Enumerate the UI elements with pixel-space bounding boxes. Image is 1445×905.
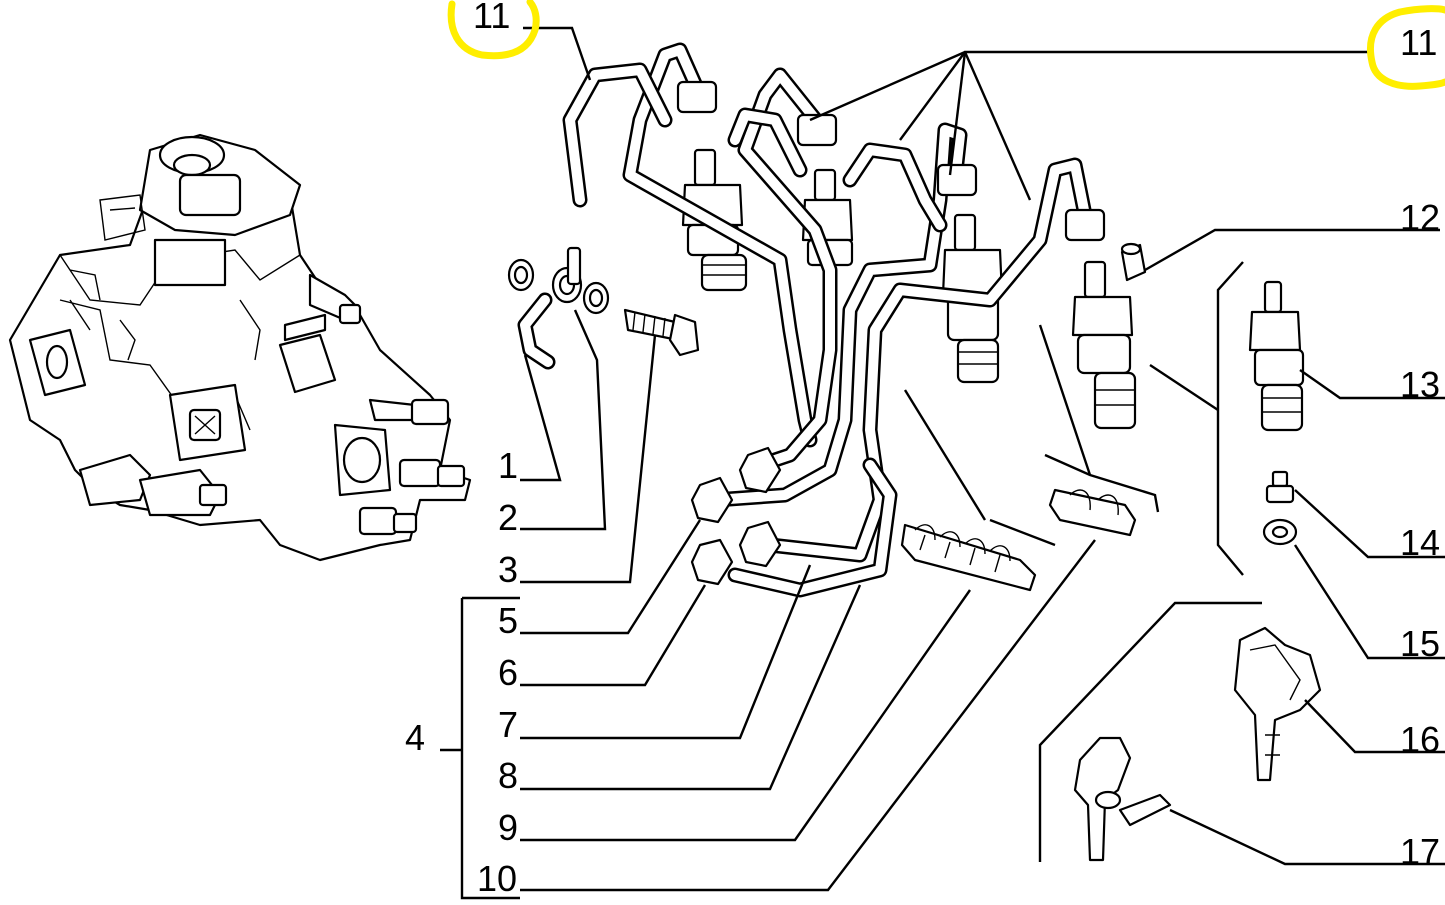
- callout-15: 15: [1400, 623, 1440, 664]
- callout-10: 10: [477, 858, 517, 899]
- callout-4: 4: [405, 717, 425, 758]
- callout-16: 16: [1400, 719, 1440, 760]
- pipe-clip-2-way: [1048, 488, 1137, 537]
- callout-8: 8: [498, 755, 518, 796]
- callout-14: 14: [1400, 522, 1440, 563]
- callout-11-right: 11: [1400, 22, 1437, 63]
- nozzle-holder-insert: [1265, 470, 1295, 504]
- retaining-bracket: [1233, 626, 1322, 782]
- highlight-circle-right-11: [1367, 5, 1445, 90]
- banjo-fitting-parts: [507, 246, 700, 370]
- callout-labels: 11 11 12 13 14 15 16 17 1 2 3 4 5 6 7 8 …: [405, 0, 1440, 899]
- callout-12: 12: [1400, 197, 1440, 238]
- sealing-washer: [1262, 518, 1298, 546]
- injector-pipe-set: [622, 42, 1106, 598]
- leader-lines: [440, 26, 1445, 900]
- callout-5: 5: [498, 600, 518, 641]
- pipe-clip-4-way: [900, 523, 1037, 592]
- callout-11-left: 11: [473, 0, 510, 36]
- leak-off-plug: [1120, 242, 1147, 282]
- callout-3: 3: [498, 549, 518, 590]
- leak-off-hose-set: [562, 62, 948, 233]
- pipe-clamp: [1073, 736, 1172, 862]
- injector-4: [1071, 260, 1137, 430]
- callout-17: 17: [1400, 831, 1440, 872]
- callout-6: 6: [498, 652, 518, 693]
- callout-1: 1: [498, 445, 518, 486]
- callout-9: 9: [498, 807, 518, 848]
- highlight-marks: [447, 0, 1445, 90]
- callout-2: 2: [498, 497, 518, 538]
- injector-assembly: [1248, 280, 1305, 432]
- injection-pump-drawing: [8, 133, 472, 562]
- callout-13: 13: [1400, 364, 1440, 405]
- callout-7: 7: [498, 704, 518, 745]
- highlight-circle-left-11: [447, 0, 540, 60]
